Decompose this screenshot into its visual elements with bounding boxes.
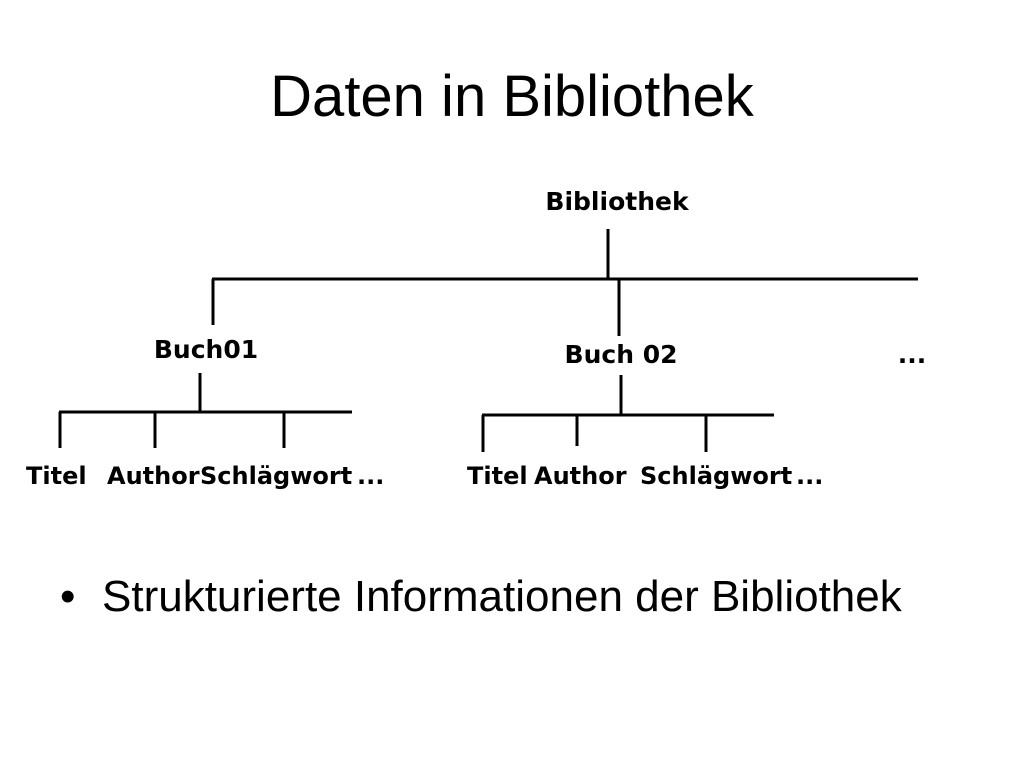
buch01-field-more: ... <box>357 462 384 490</box>
bullet-item: • Strukturierte Informationen der Bibliot… <box>60 570 902 624</box>
bullet-marker: • <box>60 572 76 621</box>
buch02-field-titel: Titel <box>467 462 528 490</box>
tree-node-buch02: Buch 02 <box>565 340 678 369</box>
slide-title: Daten in Bibliothek <box>270 64 754 129</box>
buch01-field-titel: Titel <box>26 462 87 490</box>
bullet-text: Strukturierte Informationen der Biblioth… <box>102 572 902 621</box>
buch01-field-author: Author <box>107 462 200 490</box>
buch02-field-schlagwort: Schlägwort <box>640 462 792 490</box>
buch02-field-more: ... <box>796 462 823 490</box>
tree-node-buch01: Buch01 <box>154 335 258 364</box>
buch01-field-schlagwort: Schlägwort <box>200 462 352 490</box>
tree-node-more: ... <box>898 340 927 369</box>
tree-root-label: Bibliothek <box>545 187 690 216</box>
buch02-field-author: Author <box>534 462 627 490</box>
tree-connectors <box>58 229 918 452</box>
